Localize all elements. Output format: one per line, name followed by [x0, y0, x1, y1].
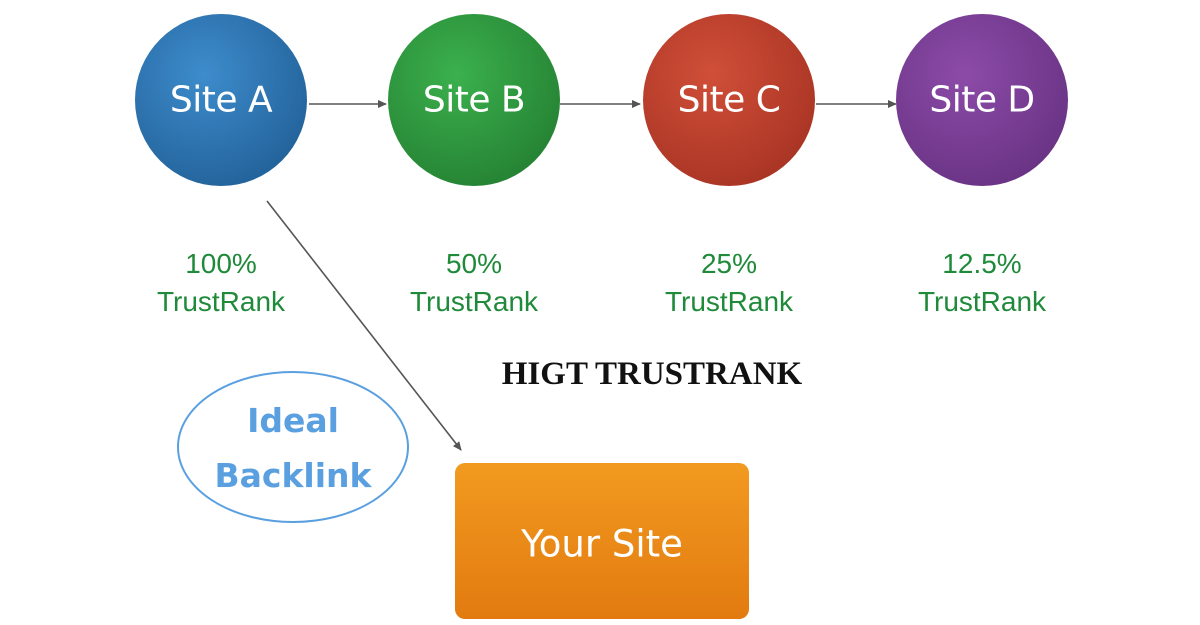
trust-caption-b: 50% TrustRank	[410, 248, 539, 317]
site-b-label: Site B	[423, 80, 525, 121]
node-site-d: Site D	[896, 14, 1068, 186]
trust-value-b: 50%	[446, 248, 502, 279]
site-a-label: Site A	[170, 80, 273, 121]
ideal-backlink-badge: Ideal Backlink	[177, 371, 409, 523]
trust-caption-d: 12.5% TrustRank	[918, 248, 1047, 317]
headline: HIGT TRUSTRANK	[502, 356, 803, 392]
trust-caption-c: 25% TrustRank	[665, 248, 794, 317]
trust-value-a: 100%	[185, 248, 257, 279]
your-site-box: Your Site	[455, 463, 749, 619]
node-site-c: Site C	[643, 14, 815, 186]
ideal-backlink-ellipse	[177, 371, 409, 523]
ideal-line-1: Ideal	[247, 401, 339, 440]
site-b-circle	[388, 14, 560, 186]
ideal-line-2: Backlink	[215, 456, 373, 495]
trust-caption-a: 100% TrustRank	[157, 248, 286, 317]
arrow-a-to-your-site	[266, 200, 462, 451]
site-c-circle	[643, 14, 815, 186]
your-site-rect	[455, 463, 749, 619]
your-site-label: Your Site	[520, 523, 683, 566]
node-site-b: Site B	[388, 14, 560, 186]
site-c-label: Site C	[678, 80, 781, 121]
trust-word-c: TrustRank	[665, 286, 794, 317]
trust-word-a: TrustRank	[157, 286, 286, 317]
trust-word-b: TrustRank	[410, 286, 539, 317]
site-d-circle	[896, 14, 1068, 186]
site-a-circle	[135, 14, 307, 186]
trust-value-c: 25%	[701, 248, 757, 279]
trust-word-d: TrustRank	[918, 286, 1047, 317]
node-site-a: Site A	[135, 14, 307, 186]
site-d-label: Site D	[929, 80, 1034, 121]
trust-value-d: 12.5%	[942, 248, 1021, 279]
